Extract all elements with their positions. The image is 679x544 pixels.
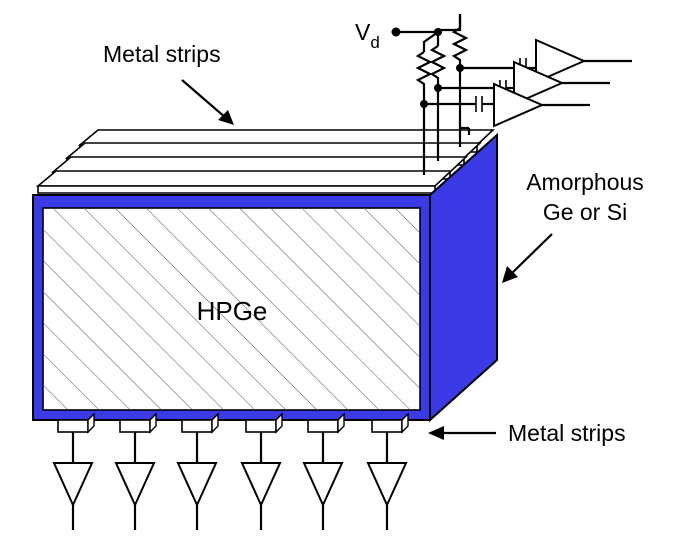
arrowhead — [502, 266, 518, 283]
top-strips-arrow — [181, 79, 227, 119]
top-metal-strips-label: Metal strips — [103, 41, 221, 67]
arrowhead — [428, 426, 444, 440]
arrowhead — [218, 110, 234, 125]
top-preamp — [535, 38, 587, 84]
bottom-preamplifiers — [52, 432, 408, 530]
bottom-metal-strips — [57, 412, 409, 434]
top-readout-circuit — [391, 14, 632, 175]
hpge-hatching — [43, 208, 420, 410]
bottom-preamp — [302, 432, 344, 530]
bottom-preamp — [240, 432, 282, 530]
bottom-preamp — [52, 432, 94, 530]
bottom-metal-strip — [181, 412, 219, 434]
bottom-preamp — [114, 432, 156, 530]
top-preamp — [513, 60, 565, 106]
amorphous-arrow — [509, 233, 553, 276]
bottom-metal-strip — [119, 412, 157, 434]
bottom-preamp — [366, 432, 408, 530]
hpge-label: HPGe — [197, 296, 268, 326]
top-metal-strips — [35, 129, 496, 194]
top-metal-strip — [35, 170, 454, 194]
top-preamp — [493, 82, 545, 128]
amorphous-label-line1: Amorphous — [526, 169, 644, 195]
vd-label: Vd — [355, 19, 380, 52]
amorphous-label-line2: Ge or Si — [543, 199, 627, 225]
bottom-metal-strips-label: Metal strips — [508, 420, 626, 446]
bottom-preamp — [176, 432, 218, 530]
bottom-metal-strip — [57, 412, 95, 434]
